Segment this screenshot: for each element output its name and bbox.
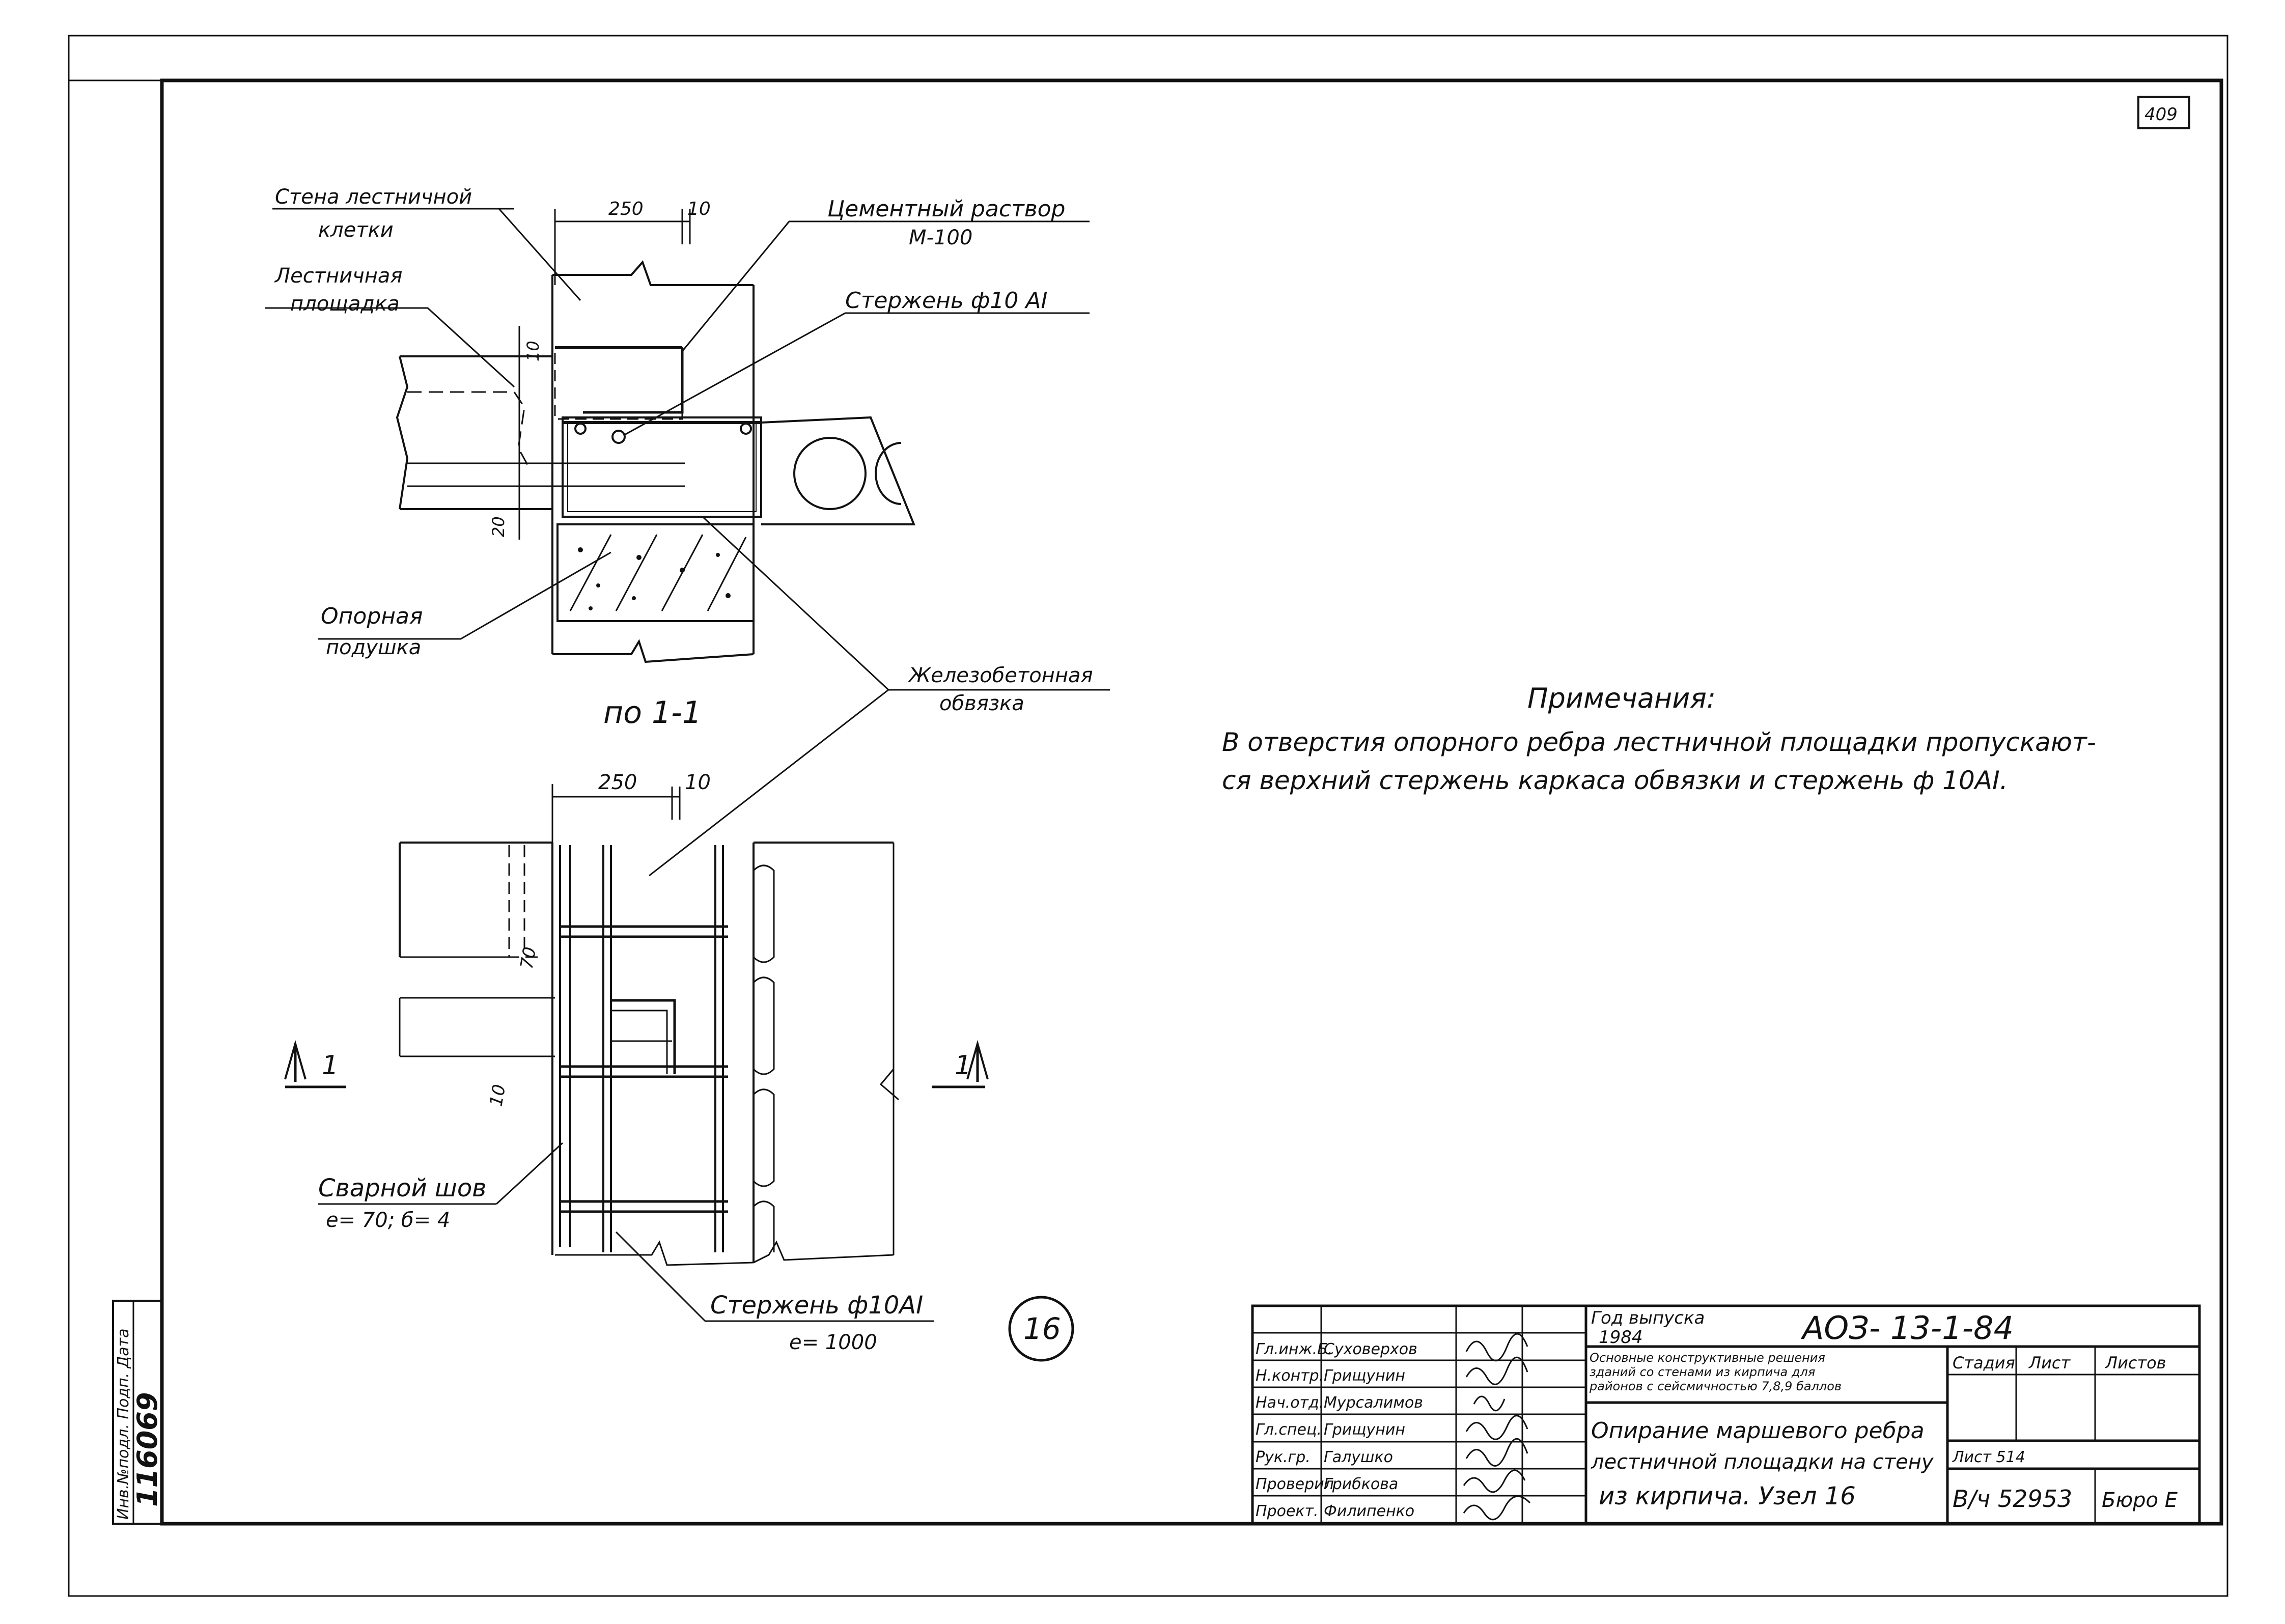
person-name: Суховерхов xyxy=(1324,1340,1417,1358)
drawing-title-1: Опирание маршевого ребра xyxy=(1591,1418,1925,1444)
sheet-frame xyxy=(68,35,2228,1597)
dim-plan-70: 70 xyxy=(516,945,540,971)
dim-top-gap: 10 xyxy=(687,199,711,219)
col-sheet: Лист xyxy=(2028,1353,2071,1373)
series-desc-1: Основные конструктивные решения xyxy=(1590,1351,1825,1365)
sheet-number: 409 xyxy=(2144,104,2178,125)
callouts-lower: Сварной шов e= 70; б= 4 Стержень ф10АI e… xyxy=(318,1142,1074,1362)
drawing-code: АОЗ- 13-1-84 xyxy=(1800,1309,2014,1347)
person-role: Проект. xyxy=(1256,1502,1319,1520)
label-rod-top: Стержень ф10 АI xyxy=(845,288,1047,314)
detail-section-upper: 250 10 10 20 xyxy=(396,199,915,663)
sheet-number-box: 409 xyxy=(2137,96,2190,129)
label-support-pad-2: подушка xyxy=(326,636,421,659)
label-mortar-2: М-100 xyxy=(909,226,972,249)
col-sheets: Листов xyxy=(2105,1353,2166,1373)
dim-plan-10: 10 xyxy=(486,1083,510,1108)
inventory-label: Инв.№подл. Подп. Дата xyxy=(115,1329,132,1520)
dim-top-width: 250 xyxy=(608,199,644,219)
detail-plan-lower: 250 10 xyxy=(284,771,989,1266)
person-name: Грибкова xyxy=(1324,1475,1398,1493)
callouts-upper: Стена лестничной клетки Лестничная площа… xyxy=(265,185,1110,877)
label-rc-belt-1: Железобетонная xyxy=(907,664,1093,687)
person-name: Галушко xyxy=(1324,1448,1393,1466)
person-role: Н.контр. xyxy=(1256,1367,1324,1385)
dim-plan-width: 250 xyxy=(598,771,637,794)
release-label: Год выпуска xyxy=(1591,1308,1705,1328)
label-mortar-1: Цементный раствор xyxy=(827,196,1065,222)
notes-block: Примечания: В отверстия опорного ребра л… xyxy=(1222,682,2096,795)
title-block: Гл.инж.Б. Суховерхов Н.контр. Грищунин Н… xyxy=(1251,1304,2201,1525)
dim-left-10: 10 xyxy=(523,341,543,361)
label-landing-1: Лестничная xyxy=(274,264,403,288)
dim-left-20: 20 xyxy=(489,516,508,537)
release-year: 1984 xyxy=(1599,1327,1643,1348)
person-role: Гл.инж.Б. xyxy=(1256,1340,1332,1358)
notes-line-1: В отверстия опорного ребра лестничной пл… xyxy=(1222,727,2096,757)
dim-plan-gap: 10 xyxy=(685,771,711,794)
notes-line-2: ся верхний стержень каркаса обвязки и ст… xyxy=(1222,766,2008,795)
node-number: 16 xyxy=(1023,1311,1061,1346)
label-rc-belt-2: обвязка xyxy=(939,692,1024,715)
drawing-title-3: из кирпича. Узел 16 xyxy=(1599,1482,1856,1510)
series-desc-3: районов с сейсмичностью 7,8,9 баллов xyxy=(1589,1379,1842,1393)
person-role: Рук.гр. xyxy=(1256,1448,1311,1466)
inventory-stamp: Инв.№подл. Подп. Дата 116069 xyxy=(112,1300,163,1525)
label-stair-wall-2: клетки xyxy=(318,218,394,242)
people-list: Гл.инж.Б. Суховерхов Н.контр. Грищунин Н… xyxy=(1256,1340,1423,1520)
bureau: Бюро Е xyxy=(2102,1489,2178,1512)
label-support-pad-1: Опорная xyxy=(321,603,423,629)
person-name: Грищунин xyxy=(1324,1367,1405,1385)
label-weld-2: e= 70; б= 4 xyxy=(326,1209,450,1232)
label-landing-2: площадка xyxy=(290,292,400,316)
label-rod-bottom-2: e= 1000 xyxy=(789,1331,877,1354)
sheet-code: Лист 514 xyxy=(1952,1448,2025,1466)
col-stage: Стадия xyxy=(1953,1353,2015,1373)
person-role: Нач.отд. xyxy=(1256,1394,1324,1412)
drawing-title-2: лестничной площадки на стену xyxy=(1591,1450,1934,1474)
label-weld-1: Сварной шов xyxy=(318,1174,486,1202)
label-rod-bottom-1: Стержень ф10АI xyxy=(710,1291,923,1320)
section-mark-right: 1 xyxy=(955,1050,971,1081)
section-mark-left: 1 xyxy=(322,1050,339,1081)
person-role: Проверил xyxy=(1256,1475,1334,1493)
section-title: по 1-1 xyxy=(603,695,702,731)
label-stair-wall-1: Стена лестничной xyxy=(275,185,472,209)
person-name: Филипенко xyxy=(1324,1502,1414,1520)
person-role: Гл.спец. xyxy=(1256,1421,1322,1439)
person-name: Мурсалимов xyxy=(1324,1394,1423,1412)
inventory-number: 116069 xyxy=(131,1392,163,1507)
person-name: Грищунин xyxy=(1324,1421,1405,1439)
signatures xyxy=(1463,1333,1531,1521)
series-desc-2: зданий со стенами из кирпича для xyxy=(1590,1365,1815,1379)
order-number: В/ч 52953 xyxy=(1953,1485,2072,1513)
notes-title: Примечания: xyxy=(1527,682,1716,714)
